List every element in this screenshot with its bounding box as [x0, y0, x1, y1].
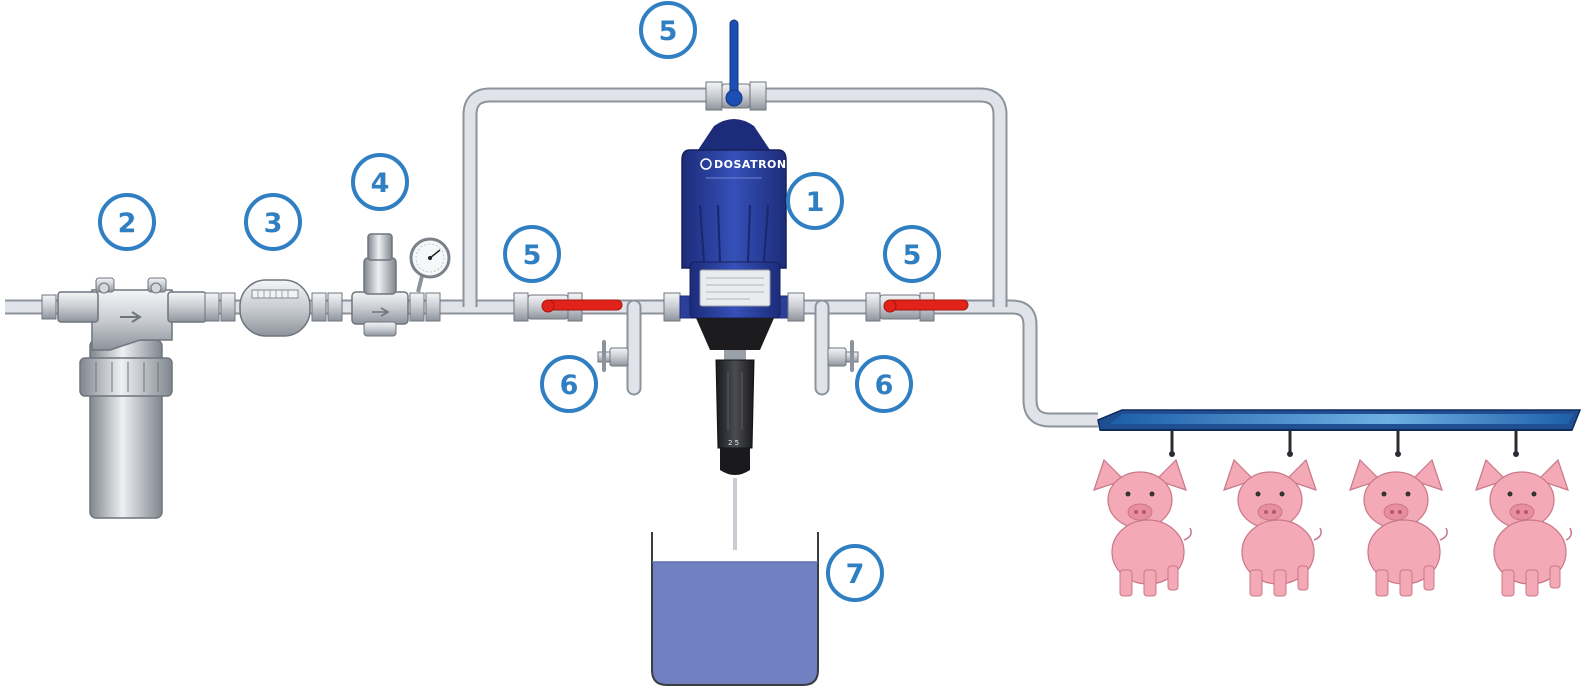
callout-number: 6	[875, 370, 894, 401]
dosatron-brand-label: DOSATRON	[714, 158, 787, 171]
callout-inlet-valve: 5	[503, 225, 561, 283]
drinking-trough	[1097, 409, 1582, 457]
pressure-gauge-icon	[409, 237, 451, 279]
fittings-left	[204, 292, 236, 322]
callout-dosatron: 1	[786, 172, 844, 230]
inlet-drain-tap	[597, 340, 629, 372]
callout-filter: 2	[98, 193, 156, 251]
outlet-ball-valve	[865, 292, 969, 322]
callout-number: 5	[659, 16, 678, 47]
callout-water-meter: 3	[244, 193, 302, 251]
callout-number: 5	[523, 240, 542, 271]
pressure-regulator	[351, 233, 451, 337]
pig-icon	[1475, 458, 1573, 597]
callout-number: 7	[846, 559, 865, 590]
pig-group	[1093, 458, 1573, 597]
pig-icon	[1223, 458, 1322, 597]
callout-outlet-drain: 6	[855, 355, 913, 413]
callout-bypass-valve: 5	[639, 1, 697, 59]
callout-inlet-drain: 6	[540, 355, 598, 413]
bypass-ball-valve	[705, 19, 767, 111]
callout-outlet-valve: 5	[883, 225, 941, 283]
solution-tank	[651, 532, 819, 686]
water-meter	[239, 279, 343, 337]
callout-number: 1	[806, 187, 825, 218]
flow-arrow-icon	[120, 311, 142, 323]
filter-unit	[41, 277, 207, 519]
callout-pressure-regulator: 4	[351, 153, 409, 211]
dosage-dial-marks: 2 5	[728, 439, 739, 447]
dosatron-doser: DOSATRON 2 5	[681, 119, 787, 550]
callout-number: 4	[371, 168, 390, 199]
callout-number: 3	[264, 208, 283, 239]
callout-number: 5	[903, 240, 922, 271]
pig-icon	[1349, 458, 1448, 597]
callout-solution-tank: 7	[826, 544, 884, 602]
callout-number: 6	[560, 370, 579, 401]
outlet-drain-tap	[827, 340, 859, 372]
inlet-ball-valve	[513, 292, 623, 322]
pig-icon	[1093, 458, 1192, 597]
callout-number: 2	[118, 208, 137, 239]
